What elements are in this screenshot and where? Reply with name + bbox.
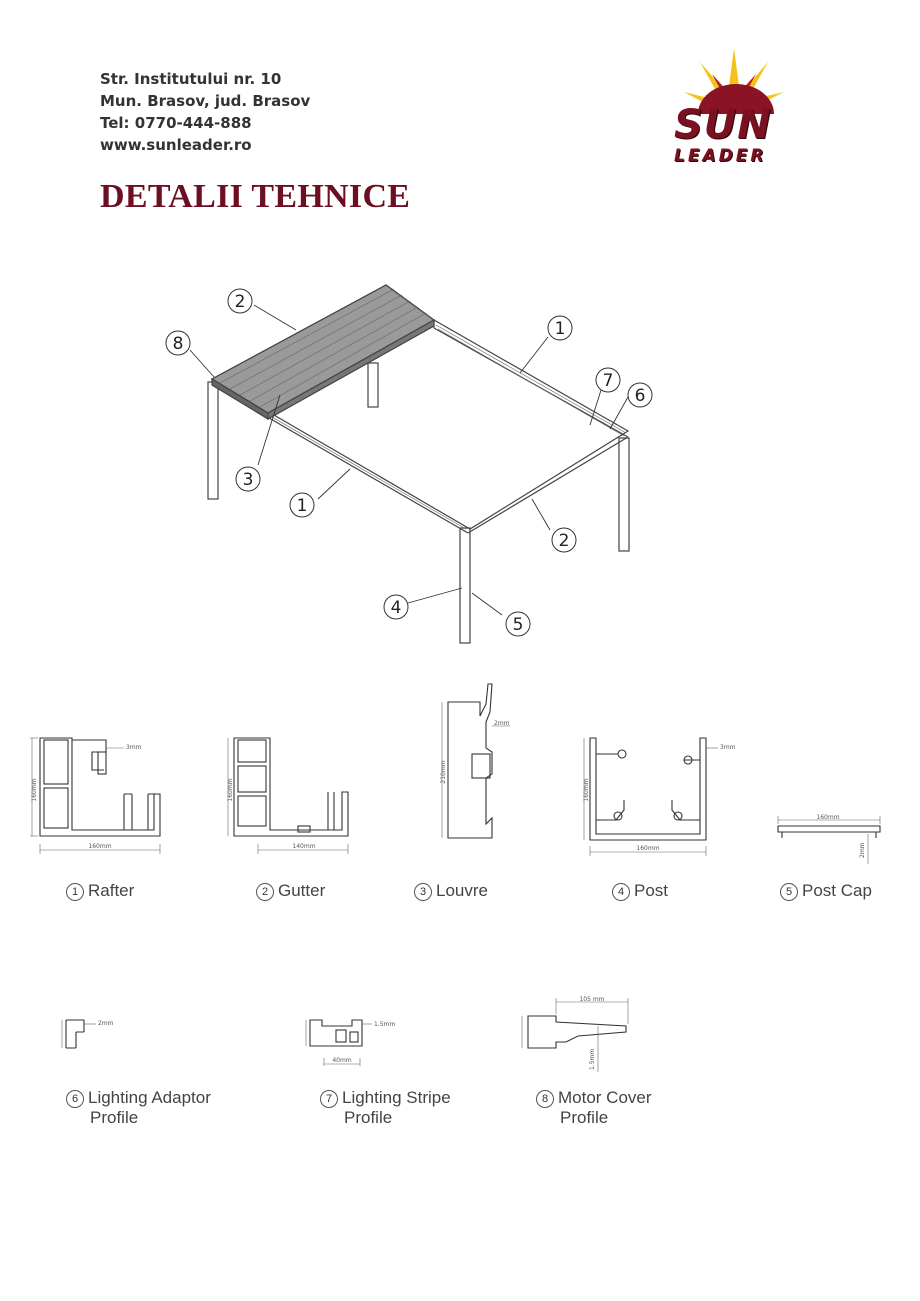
address-phone: Tel: 0770-444-888 [100,114,252,132]
sun-icon [684,48,784,114]
callout-6: 6 [635,386,646,406]
post-width-dim: 160mm [636,845,659,852]
post-cap-wall-dim: 2mm [859,842,866,858]
sun-leader-logo: SUN LEADER [668,46,798,170]
gutter-height-dim: 160mm [227,778,234,801]
gutter-right [467,436,629,534]
stripe-wall-dim: 1.5mm [374,1021,395,1028]
callout-1-back: 1 [555,319,566,339]
callout-3: 3 [243,470,254,490]
lighting-stripe-profile-drawing: 1.5mm 40mm [305,1019,395,1066]
gutter-width-dim: 140mm [292,843,315,850]
rafter-height-dim: 160mm [31,778,38,801]
callout-2-top: 2 [235,292,246,312]
post-front [459,527,471,644]
callout-5: 5 [513,615,524,635]
callout-2-right: 2 [559,531,570,551]
post-cap-profile-drawing: 160mm 2mm [777,814,881,864]
gutter-profile-drawing: 160mm 140mm [227,737,349,854]
page-title: DETALII TEHNICE [100,178,411,215]
logo-word-leader: LEADER [674,146,767,166]
motor-cover-profile-drawing: 105 mm 1.5mm [521,996,629,1072]
callout-7: 7 [603,371,614,391]
address-website[interactable]: www.sunleader.ro [100,136,252,154]
callout-4: 4 [391,598,402,618]
logo-word-sun: SUN [674,102,772,148]
post-left [207,381,219,500]
pergola-isometric-diagram: 2 8 1 7 6 3 1 2 4 5 [165,284,653,644]
rafter-wall-dim: 3mm [126,744,142,751]
rafter-width-dim: 160mm [88,843,111,850]
post-height-dim: 160mm [583,778,590,801]
company-address: Str. Institutului nr. 10 Mun. Brasov, ju… [100,68,310,156]
motor-cover-wall-dim: 1.5mm [589,1049,596,1070]
post-profile-drawing: 160mm 3mm 160mm [583,737,736,856]
address-street: Str. Institutului nr. 10 [100,70,282,88]
post-wall-dim: 3mm [720,744,736,751]
lighting-adaptor-profile-drawing: 2mm [61,1019,114,1049]
rafter-profile-drawing: 160mm 3mm 160mm [30,737,161,854]
adaptor-wall-dim: 2mm [98,1020,114,1027]
post-back [367,362,379,408]
callout-8: 8 [173,334,184,354]
post-right [618,437,630,552]
louvre-wall-dim: 2mm [494,720,510,727]
louvre-height-dim: 210mm [440,760,447,783]
address-city: Mun. Brasov, jud. Brasov [100,92,311,110]
stripe-width-dim: 40mm [332,1057,351,1064]
motor-cover-width-dim: 105 mm [579,996,604,1003]
callout-1-front: 1 [297,496,308,516]
louvre-profile-drawing: 210mm 2mm [440,683,510,839]
post-cap-width-dim: 160mm [816,814,839,821]
louvre-slats [219,288,427,408]
